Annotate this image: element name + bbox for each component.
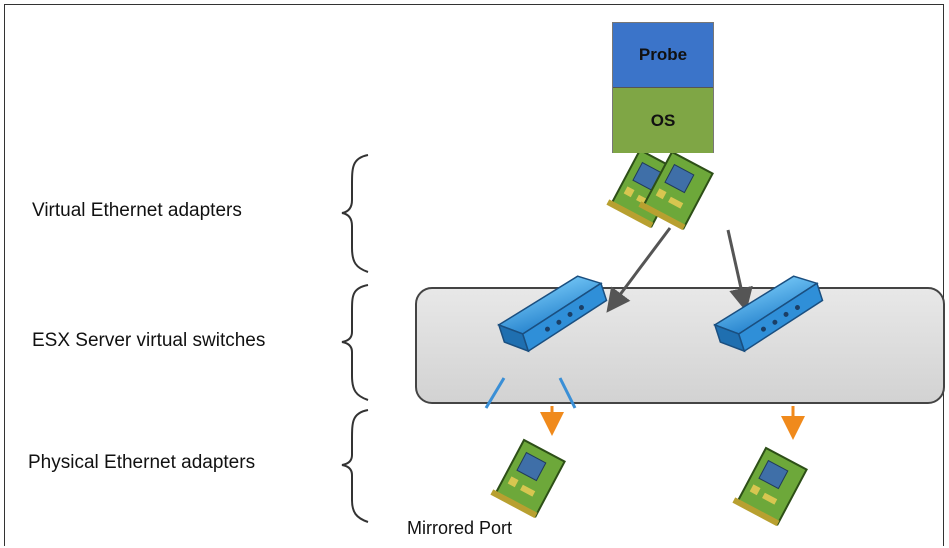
diagram-frame [4,4,944,546]
network-adapter-icon-physical-right [732,446,808,527]
network-adapter-icon-physical-left [490,438,566,519]
brace-icon-virtual-switches [341,284,369,401]
brace-icon-physical-adapters [341,409,369,523]
network-adapter-icon-virtual-2 [638,150,714,231]
brace-icon-virtual-adapters [341,154,369,273]
switch-icon-right [713,275,824,353]
physical-adapters-label: Physical Ethernet adapters [28,452,256,473]
virtual-switches-label: ESX Server virtual switches [32,330,266,351]
virtual-adapters-label: Virtual Ethernet adapters [32,200,242,221]
virtual-switch-panel [415,287,945,404]
probe-label: Probe [638,45,688,64]
os-box: OS [613,88,713,153]
arrow-icon-adapter-to-switch-right [726,229,753,312]
arrow-icon-adapter-to-switch-left [606,227,672,313]
mirror-link-right [558,377,577,409]
mirrored-port-label: Mirrored Port [407,518,513,538]
probe-box: Probe [613,23,713,88]
switch-icon-left [497,275,608,353]
os-label: OS [650,110,676,130]
mirror-link-left [484,377,506,409]
probe-os-stack: Probe OS [612,22,714,153]
